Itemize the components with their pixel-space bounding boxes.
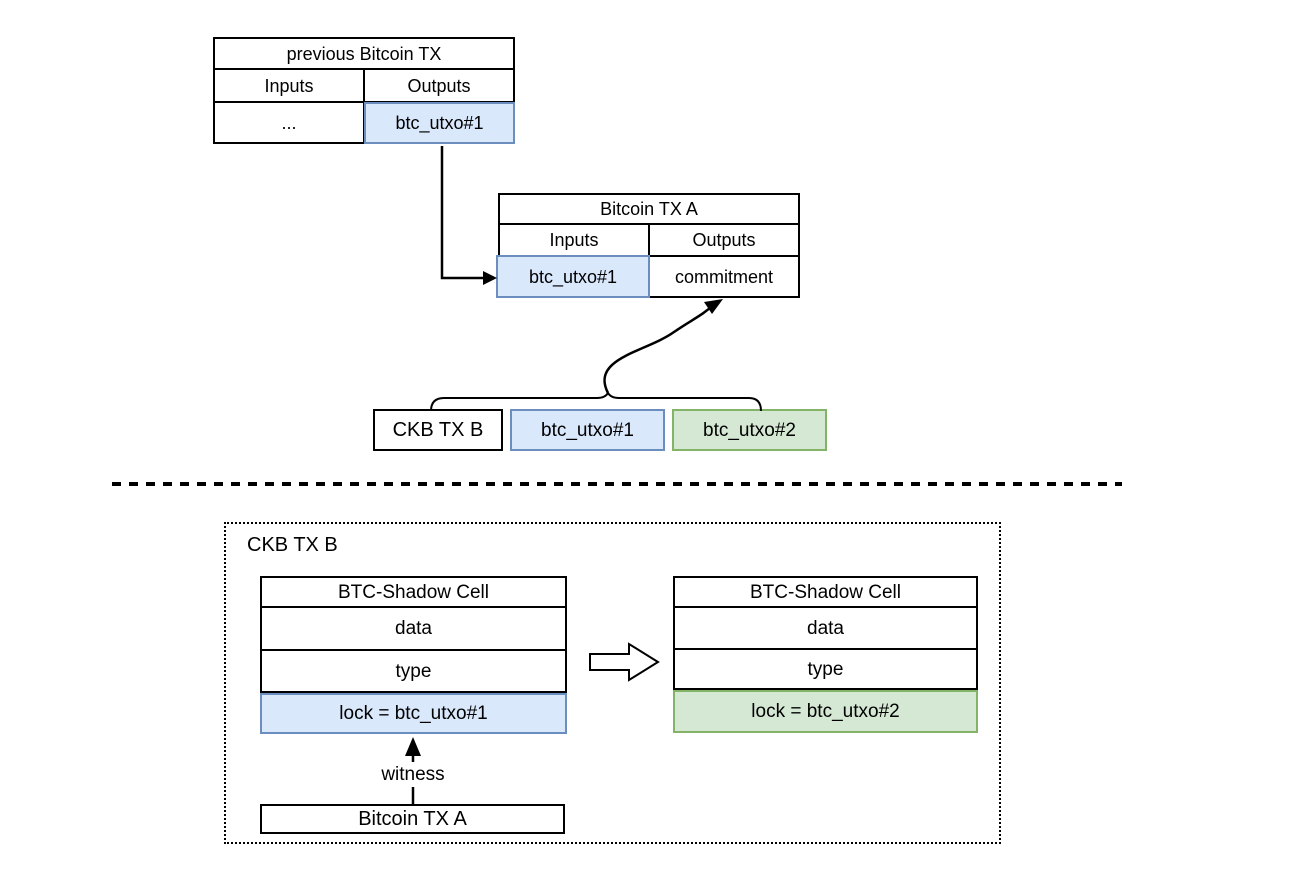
right-shadow-cell-table: BTC-Shadow Cell data type	[673, 576, 978, 690]
prev-tx-inputs-header: Inputs	[215, 70, 365, 101]
ckb-tx-b-container-label: CKB TX B	[247, 534, 338, 556]
witness-label: witness	[381, 764, 445, 785]
ckb-tx-b-box: CKB TX B	[373, 409, 503, 451]
left-shadow-cell-table: BTC-Shadow Cell data type	[260, 576, 567, 693]
prev-tx-outputs-header: Outputs	[407, 75, 471, 96]
utxo1-flow-arrowhead-icon	[483, 271, 497, 285]
prev-tx-inputs-value: ...	[215, 103, 365, 142]
commitment-curve-arrow-line	[603, 304, 714, 394]
tx-a-inputs-header: Inputs	[500, 225, 650, 255]
left-shadow-cell-type-row: type	[395, 660, 432, 682]
tx-a-commitment-cell: commitment	[674, 266, 773, 287]
bitcoin-tx-a-box: Bitcoin TX A	[260, 804, 565, 834]
right-shadow-cell-lock-row: lock = btc_utxo#2	[673, 690, 978, 733]
tx-a-title: Bitcoin TX A	[500, 195, 798, 225]
ckb-tx-b-container	[224, 522, 1001, 844]
utxo1-flow-arrow-line	[440, 146, 484, 280]
left-shadow-cell-data-row: data	[262, 608, 565, 651]
commitment-curve-arrowhead-icon	[704, 299, 723, 314]
left-shadow-cell-title: BTC-Shadow Cell	[262, 578, 565, 608]
right-shadow-cell-type-row: type	[807, 658, 844, 680]
tx-a-outputs-header: Outputs	[692, 230, 756, 250]
btc-utxo1-box: btc_utxo#1	[510, 409, 665, 451]
right-shadow-cell-title: BTC-Shadow Cell	[675, 578, 976, 608]
left-shadow-cell-lock-row: lock = btc_utxo#1	[260, 693, 567, 734]
btc-utxo2-box: btc_utxo#2	[672, 409, 827, 451]
prev-tx-title: previous Bitcoin TX	[215, 39, 513, 70]
right-shadow-cell-data-row: data	[675, 608, 976, 650]
prev-tx-output-utxo1-cell: btc_utxo#1	[364, 102, 515, 144]
tx-a-input-utxo1-cell: btc_utxo#1	[496, 255, 650, 298]
